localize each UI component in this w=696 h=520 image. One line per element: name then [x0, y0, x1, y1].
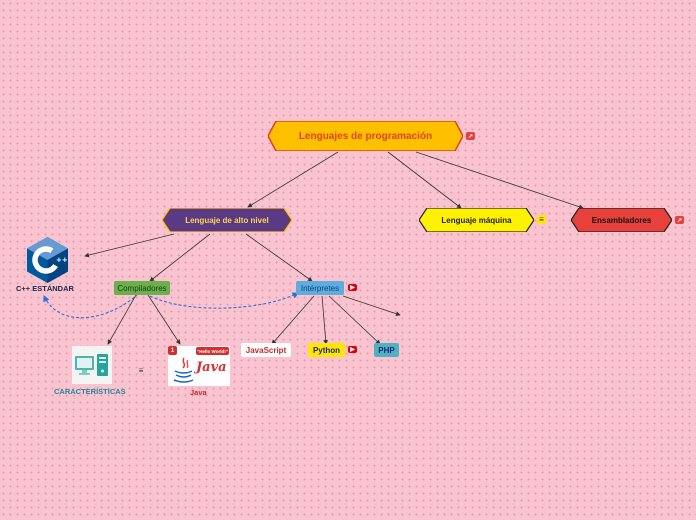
node-interpretes[interactable]: Intérpretes	[296, 281, 344, 295]
link-icon[interactable]: ↗	[675, 216, 684, 224]
hexagon-shape	[268, 121, 463, 151]
java-hello-banner: "Hello World!"	[196, 347, 229, 355]
java-cup-icon	[173, 357, 194, 383]
youtube-icon[interactable]: ▶	[348, 284, 357, 291]
dashed-link-compiladores-interpretes	[149, 292, 299, 309]
edge-root-ensambladores	[415, 151, 584, 210]
node-javascript[interactable]: JavaScript	[241, 343, 291, 357]
edge-alto-cpp	[84, 233, 175, 258]
java-number-badge: 1	[168, 346, 177, 355]
hexagon-shape	[571, 208, 672, 232]
node-ensambladores-label: Ensambladores	[591, 215, 652, 225]
node-php[interactable]: PHP	[374, 343, 399, 357]
cpp-estandar-label: C++ ESTÁNDAR	[16, 284, 74, 293]
edge-compiladores-caracteristicas	[107, 294, 137, 345]
java-label: Java	[190, 388, 207, 397]
node-compiladores[interactable]: Compiladores	[114, 281, 170, 295]
node-ensambladores[interactable]: Ensambladores	[571, 208, 672, 232]
node-javascript-label: JavaScript	[245, 345, 287, 355]
youtube-icon[interactable]: ▶	[348, 346, 357, 353]
node-python[interactable]: Python	[308, 343, 345, 357]
node-lenguaje-maquina-label: Lenguaje máquina	[441, 215, 512, 225]
cpp-logo-icon: ++	[27, 237, 68, 283]
node-root-label: Lenguajes de programación	[298, 130, 433, 142]
edge-alto-interpretes	[245, 233, 313, 282]
edge-alto-compiladores	[149, 233, 211, 282]
node-php-label: PHP	[378, 345, 395, 355]
edge-compiladores-java	[147, 294, 181, 345]
node-root[interactable]: Lenguajes de programación	[268, 121, 463, 151]
java-wordmark: Java	[196, 360, 227, 375]
node-alto-nivel-label: Lenguaje de alto nivel	[185, 215, 269, 225]
edge-interpretes-python	[321, 295, 329, 345]
node-alto-nivel[interactable]: Lenguaje de alto nivel	[162, 208, 292, 232]
svg-text:++: ++	[56, 256, 68, 264]
link-icon[interactable]: ↗	[466, 132, 475, 140]
edge-root-alto	[247, 151, 339, 208]
java-image: 1 "Hello World!" Java	[168, 346, 230, 386]
edge-interpretes-extra	[342, 295, 401, 317]
hexagon-shape	[419, 208, 534, 232]
notes-icon[interactable]: ≡	[138, 365, 144, 375]
node-interpretes-label: Intérpretes	[300, 283, 340, 293]
node-python-label: Python	[312, 345, 341, 355]
edge-interpretes-javascript	[271, 295, 315, 345]
node-compiladores-label: Compiladores	[117, 283, 167, 293]
node-lenguaje-maquina[interactable]: Lenguaje máquina	[419, 208, 534, 232]
hexagon-shape	[162, 208, 292, 232]
computer-image-icon	[72, 346, 112, 384]
notes-icon[interactable]: ≡	[537, 215, 546, 224]
edge-interpretes-php	[328, 295, 381, 345]
dashed-link-compiladores-cpp	[43, 293, 139, 319]
caracteristicas-label: CARACTERÍSTICAS	[54, 387, 126, 396]
edge-root-maquina	[387, 151, 462, 209]
